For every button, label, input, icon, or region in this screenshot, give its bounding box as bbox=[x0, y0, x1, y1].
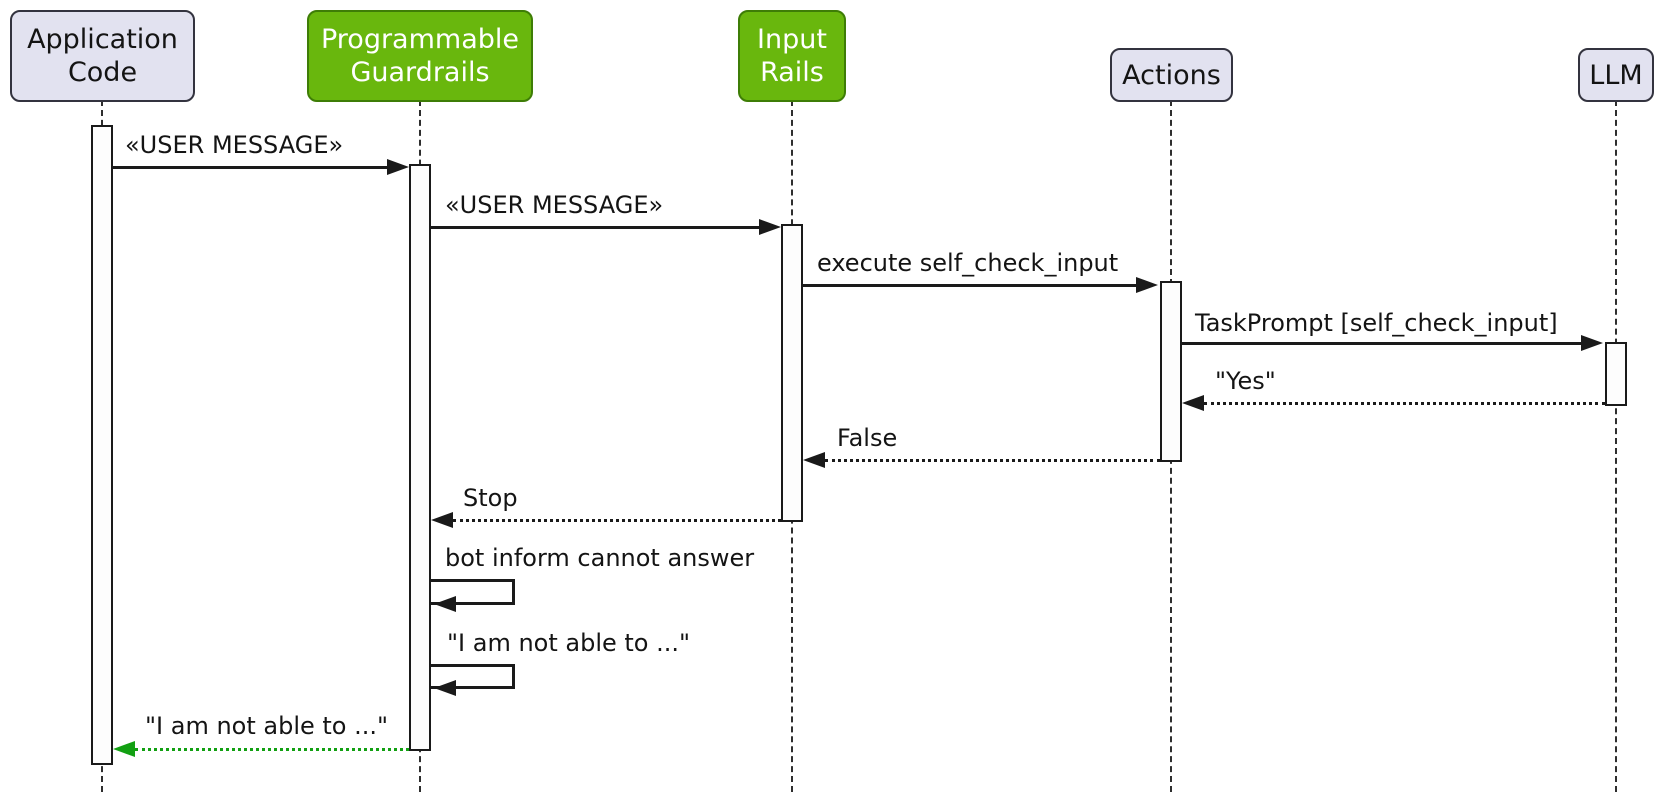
participant-label: Actions bbox=[1122, 59, 1221, 91]
participant-llm: LLM bbox=[1578, 48, 1654, 102]
message-arrow-yes bbox=[1204, 402, 1605, 405]
message-arrow-stop bbox=[453, 519, 781, 522]
message-label: «USER MESSAGE» bbox=[125, 131, 344, 159]
self-message-loop-bot-inform bbox=[431, 579, 515, 605]
message-label: Stop bbox=[463, 484, 518, 512]
message-label: False bbox=[837, 424, 898, 452]
message-label: «USER MESSAGE» bbox=[445, 191, 664, 219]
return-arrow-green bbox=[135, 748, 409, 751]
participant-label: Input bbox=[757, 24, 827, 55]
message-arrow-execute-self-check-input bbox=[803, 284, 1138, 287]
activation-bar-programmable-guardrails bbox=[409, 164, 431, 751]
arrowhead-left-icon bbox=[434, 596, 456, 612]
activation-bar-application-code bbox=[91, 125, 113, 765]
message-arrow-false bbox=[825, 459, 1160, 462]
activation-bar-input-rails bbox=[781, 224, 803, 522]
message-label: execute self_check_input bbox=[817, 249, 1119, 277]
activation-bar-llm bbox=[1605, 342, 1627, 406]
arrowhead-right-icon bbox=[387, 159, 409, 175]
message-label: "I am not able to ..." bbox=[145, 712, 389, 740]
arrowhead-left-icon bbox=[1182, 395, 1204, 411]
arrowhead-left-icon bbox=[803, 452, 825, 468]
activation-bar-actions bbox=[1160, 281, 1182, 462]
arrowhead-right-icon bbox=[1136, 277, 1158, 293]
participant-label: Application bbox=[27, 24, 178, 55]
message-label: bot inform cannot answer bbox=[445, 544, 755, 572]
message-arrow-user-message-2 bbox=[431, 226, 761, 229]
message-label: "Yes" bbox=[1215, 367, 1276, 395]
message-arrow-taskprompt bbox=[1182, 342, 1583, 345]
participant-programmable-guardrails: Programmable Guardrails bbox=[307, 10, 533, 102]
participant-input-rails: Input Rails bbox=[738, 10, 846, 102]
message-label: "I am not able to ..." bbox=[447, 629, 691, 657]
participant-label: Programmable bbox=[320, 24, 520, 55]
self-message-loop-i-am-not-able bbox=[431, 664, 515, 689]
arrowhead-right-icon bbox=[1581, 335, 1603, 351]
arrowhead-right-icon bbox=[759, 219, 781, 235]
arrowhead-left-icon bbox=[434, 680, 456, 696]
participant-label: Guardrails bbox=[350, 57, 490, 88]
message-label: TaskPrompt [self_check_input] bbox=[1195, 309, 1558, 337]
message-arrow-user-message-1 bbox=[113, 166, 389, 169]
arrowhead-left-green-icon bbox=[113, 741, 135, 757]
arrowhead-left-icon bbox=[431, 512, 453, 528]
lifeline-llm bbox=[1615, 100, 1617, 792]
participant-label: Code bbox=[67, 57, 138, 88]
participant-label: Rails bbox=[760, 57, 824, 88]
participant-actions: Actions bbox=[1110, 48, 1233, 102]
participant-label: LLM bbox=[1589, 59, 1643, 91]
participant-application-code: Application Code bbox=[10, 10, 195, 102]
